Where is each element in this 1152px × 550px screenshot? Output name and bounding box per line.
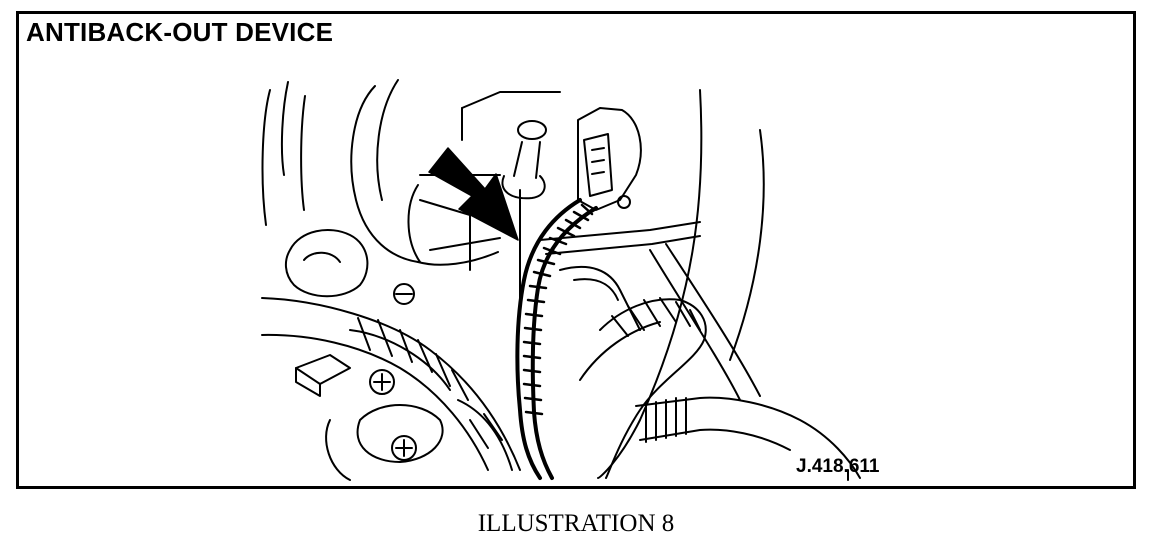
mounting-bracket — [284, 229, 444, 481]
illustration-caption: ILLUSTRATION 8 — [477, 510, 675, 537]
wiring-harness — [515, 198, 598, 480]
vacuum-fitting — [501, 120, 547, 200]
coolant-hoses — [261, 297, 521, 471]
sensor-connector — [577, 107, 642, 211]
vacuum-tubes — [539, 89, 765, 479]
illustration-title: ANTIBACK-OUT DEVICE — [26, 17, 334, 47]
throttle-body-housing — [261, 79, 561, 301]
pointer-arrow — [428, 147, 519, 241]
part-number-label: J.418.611 — [796, 456, 880, 477]
illustration-frame — [16, 11, 1136, 489]
air-intake-hose — [579, 297, 861, 479]
